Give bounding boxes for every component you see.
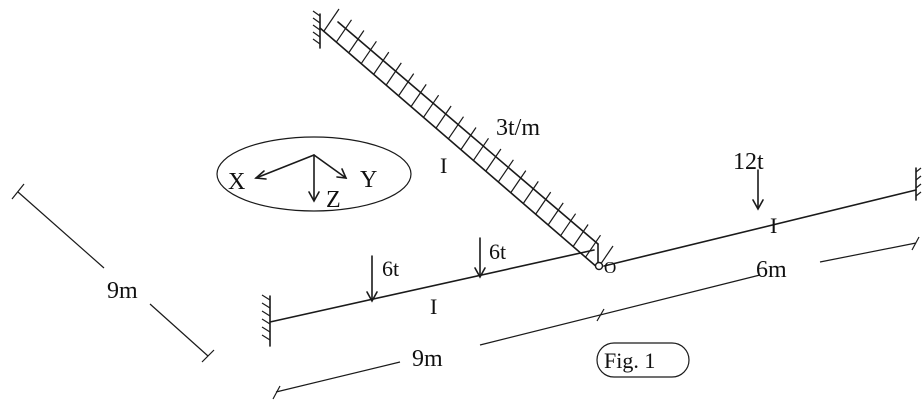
top-fixed-support [312, 10, 321, 49]
udl-hatch-tick [535, 191, 552, 215]
udl-hatch-tick [398, 73, 415, 96]
figure-caption: Fig. 1 [604, 348, 655, 373]
caption-box [596, 342, 690, 378]
udl-hatch-tick [348, 30, 365, 53]
dimension-right-label: 6m [756, 257, 787, 283]
axis-x-label: X [228, 169, 245, 195]
udl-hatch-tick [323, 8, 340, 32]
axis-z-label: Z [326, 187, 341, 213]
udl-hatch-tick [585, 234, 601, 258]
point-load-right-label: 12t [733, 149, 764, 175]
udl-hatch-tick [373, 51, 390, 75]
udl-hatch-tick [336, 19, 352, 43]
right-fixed-support [915, 167, 922, 201]
section-label-right: I [770, 213, 777, 238]
udl-hatch-tick [497, 159, 514, 183]
udl-hatch-tick [385, 62, 402, 86]
udl-hatch-tick [360, 40, 377, 64]
dimension-bottom-line [272, 236, 920, 400]
udl-hatch-tick [522, 181, 539, 204]
udl-hatch-tick [572, 224, 589, 247]
right-member [603, 189, 917, 267]
axes-symbol [216, 136, 412, 212]
left-member [269, 249, 595, 323]
point-load-middle-label: 6t [489, 239, 506, 264]
udl-hatch-tick [473, 137, 489, 161]
udl-hatch-tick [448, 116, 464, 140]
point-load-middle-arrow [474, 237, 486, 279]
udl-hatch-tick [410, 84, 427, 107]
diagonal-member [319, 27, 599, 269]
axis-y-label: Y [360, 167, 377, 193]
distributed-load-hatch [323, 8, 614, 269]
dimension-diagonal-line [11, 183, 215, 363]
dimension-left-label: 9m [412, 346, 443, 372]
point-load-right-arrow [752, 169, 764, 211]
distributed-load-label: 3t/m [496, 115, 540, 141]
udl-hatch-tick [485, 148, 502, 172]
udl-hatch-tick [435, 105, 452, 129]
udl-hatch-tick [460, 127, 477, 150]
udl-hatch-tick [423, 94, 440, 118]
joint-o-marker [594, 261, 604, 271]
udl-hatch-tick [547, 202, 564, 226]
left-fixed-support [261, 294, 271, 347]
dimension-diagonal-label: 9m [107, 278, 138, 304]
joint-o-label: O [604, 258, 616, 277]
udl-hatch-tick [510, 170, 527, 193]
point-load-left-label: 6t [382, 256, 399, 281]
section-label-diagonal: I [440, 153, 447, 178]
point-load-left-arrow [366, 255, 378, 303]
udl-hatch-tick [560, 213, 577, 237]
section-label-left: I [430, 294, 437, 319]
